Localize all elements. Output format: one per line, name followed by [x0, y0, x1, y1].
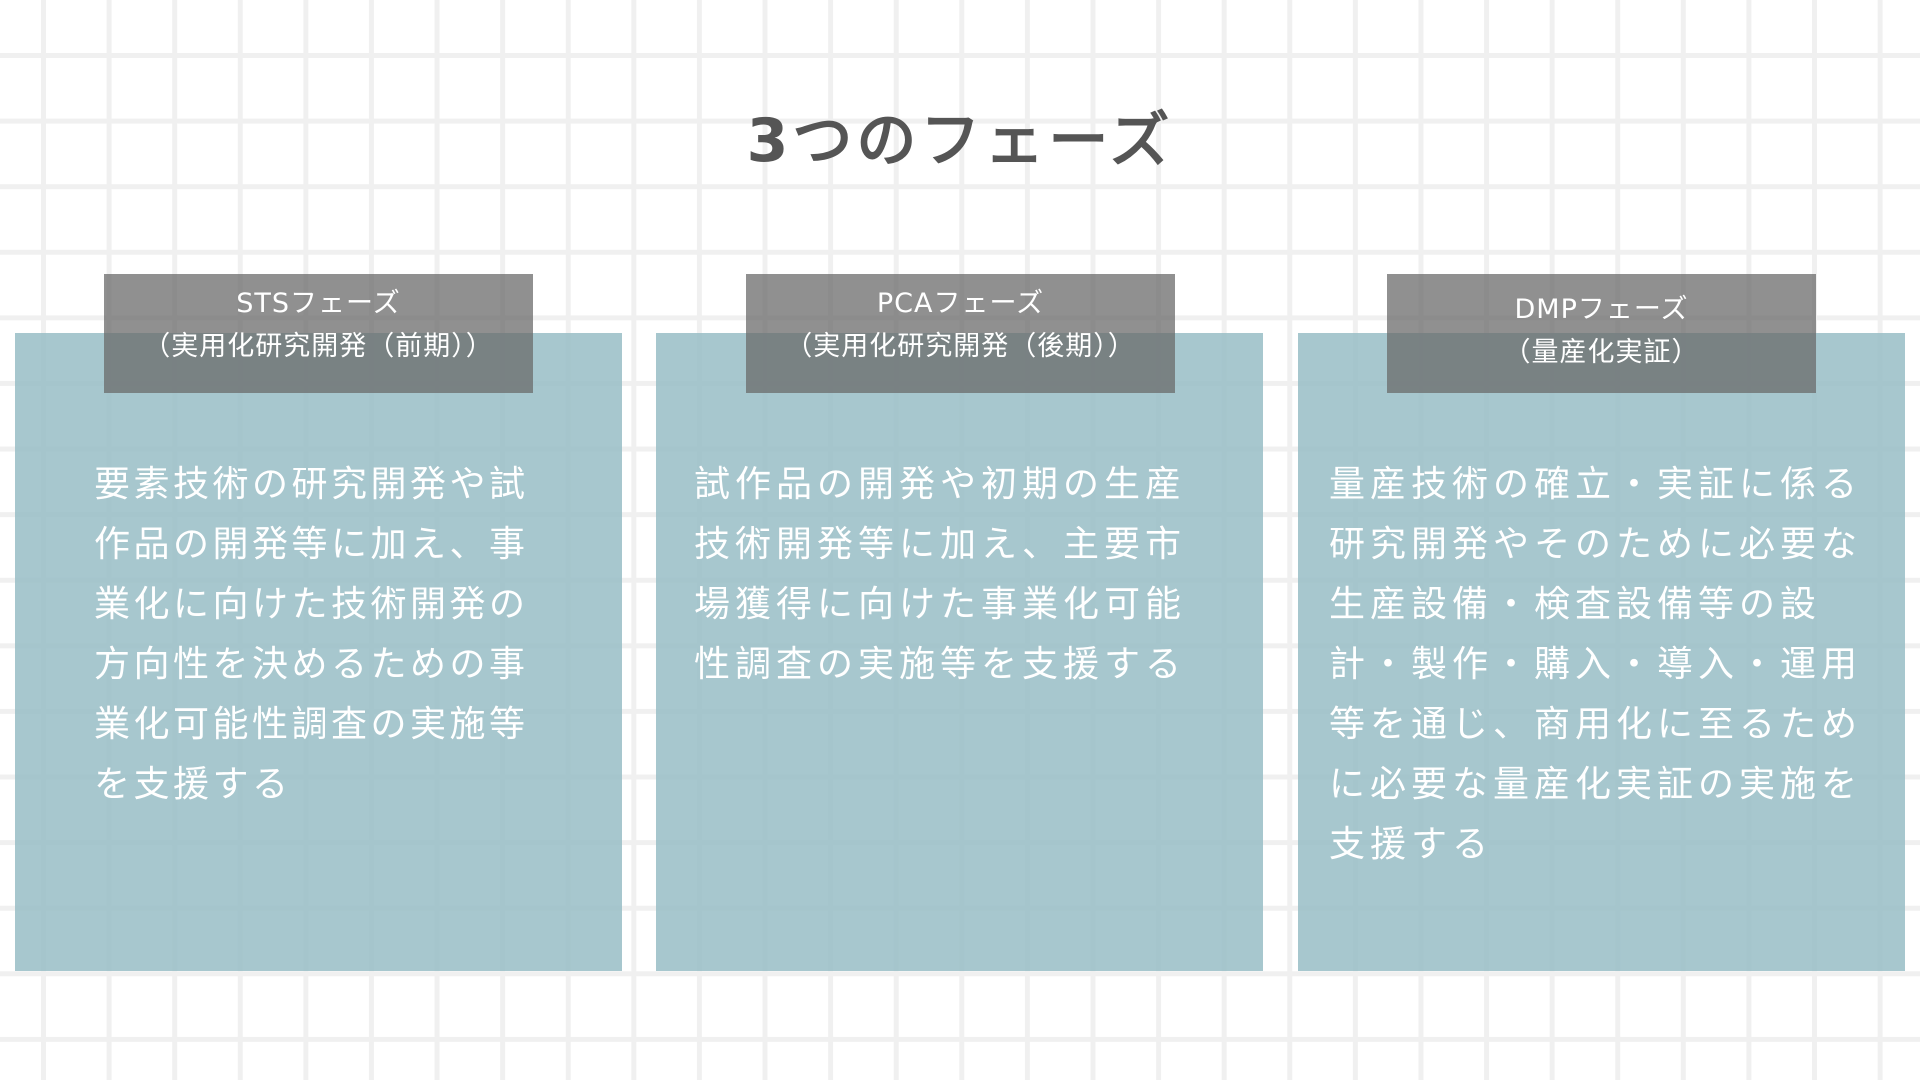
description-line: 生産設備・検査設備等の設: [1329, 584, 1822, 625]
description-line: 性調査の実施等を支援する: [694, 644, 1187, 685]
phase-card-sts: [15, 333, 622, 971]
phase-subtitle: （量産化実証）: [1503, 337, 1700, 368]
phase-card-dmp: [1298, 333, 1905, 971]
phase-description-dmp: 量産技術の確立・実証に係る 研究開発やそのために必要な 生産設備・検査設備等の設…: [1329, 455, 1862, 875]
description-line: 作品の開発等に加え、事: [94, 524, 529, 565]
phase-name: DMPフェーズ: [1514, 294, 1689, 325]
description-line: 業化可能性調査の実施等: [94, 704, 529, 745]
description-line: 等を通じ、商用化に至るため: [1329, 704, 1863, 745]
description-line: 要素技術の研究開発や試: [94, 464, 529, 505]
description-line: 技術開発等に加え、主要市: [694, 524, 1187, 565]
phase-label-dmp: DMPフェーズ （量産化実証）: [1387, 274, 1816, 393]
phase-label-sts: STSフェーズ （実用化研究開発（前期））: [104, 274, 533, 393]
description-line: を支援する: [94, 764, 292, 805]
phase-description-pca: 試作品の開発や初期の生産 技術開発等に加え、主要市 場獲得に向けた事業化可能 性…: [694, 455, 1186, 695]
description-line: 方向性を決めるための事: [94, 644, 529, 685]
description-line: に必要な量産化実証の実施を: [1329, 764, 1863, 805]
description-line: 量産技術の確立・実証に係る: [1329, 464, 1863, 505]
description-line: 業化に向けた技術開発の: [94, 584, 529, 625]
phase-subtitle: （実用化研究開発（後期））: [785, 331, 1136, 362]
phase-subtitle: （実用化研究開発（前期））: [143, 331, 494, 362]
description-line: 場獲得に向けた事業化可能: [694, 584, 1187, 625]
description-line: 計・製作・購入・導入・運用: [1329, 644, 1863, 685]
phase-name: PCAフェーズ: [876, 288, 1045, 319]
phase-description-sts: 要素技術の研究開発や試 作品の開発等に加え、事 業化に向けた技術開発の 方向性を…: [94, 455, 529, 815]
page-title: 3つのフェーズ: [746, 106, 1174, 176]
description-line: 研究開発やそのために必要な: [1329, 524, 1863, 565]
description-line: 試作品の開発や初期の生産: [694, 464, 1187, 505]
description-line: 支援する: [1329, 824, 1494, 865]
phase-card-pca: [656, 333, 1263, 971]
phase-name: STSフェーズ: [236, 288, 401, 319]
phase-label-pca: PCAフェーズ （実用化研究開発（後期））: [746, 274, 1175, 393]
